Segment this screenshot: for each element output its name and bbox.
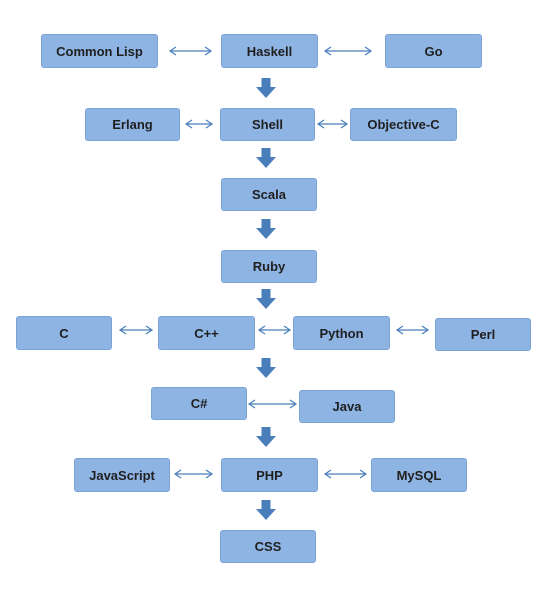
- down-arrow-php-css: [256, 500, 276, 520]
- link-arrow-javascript-php: [173, 469, 214, 479]
- node-shell: Shell: [220, 108, 315, 141]
- node-common-lisp: Common Lisp: [41, 34, 158, 68]
- link-arrow-csharp-java: [247, 399, 298, 409]
- down-arrow-csharp-php: [256, 427, 276, 447]
- node-perl: Perl: [435, 318, 531, 351]
- down-arrow-ruby-cpp: [256, 289, 276, 309]
- down-arrow-cpp-csharp: [256, 358, 276, 378]
- link-arrow-common-lisp-haskell: [168, 46, 213, 56]
- node-go: Go: [385, 34, 482, 68]
- node-haskell: Haskell: [221, 34, 318, 68]
- node-javascript: JavaScript: [74, 458, 170, 492]
- node-csharp: C#: [151, 387, 247, 420]
- node-erlang: Erlang: [85, 108, 180, 141]
- node-cpp: C++: [158, 316, 255, 350]
- node-ruby: Ruby: [221, 250, 317, 283]
- link-arrow-erlang-shell: [184, 119, 214, 129]
- node-css: CSS: [220, 530, 316, 563]
- link-arrow-python-perl: [395, 325, 430, 335]
- node-php: PHP: [221, 458, 318, 492]
- down-arrow-shell-scala: [256, 148, 276, 168]
- link-arrow-cpp-python: [257, 325, 292, 335]
- link-arrow-c-cpp: [118, 325, 154, 335]
- node-java: Java: [299, 390, 395, 423]
- link-arrow-php-mysql: [323, 469, 368, 479]
- node-objective-c: Objective-C: [350, 108, 457, 141]
- node-scala: Scala: [221, 178, 317, 211]
- link-arrow-haskell-go: [323, 46, 373, 56]
- node-python: Python: [293, 316, 390, 350]
- down-arrow-haskell-shell: [256, 78, 276, 98]
- node-c: C: [16, 316, 112, 350]
- link-arrow-shell-objective-c: [316, 119, 349, 129]
- node-mysql: MySQL: [371, 458, 467, 492]
- down-arrow-scala-ruby: [256, 219, 276, 239]
